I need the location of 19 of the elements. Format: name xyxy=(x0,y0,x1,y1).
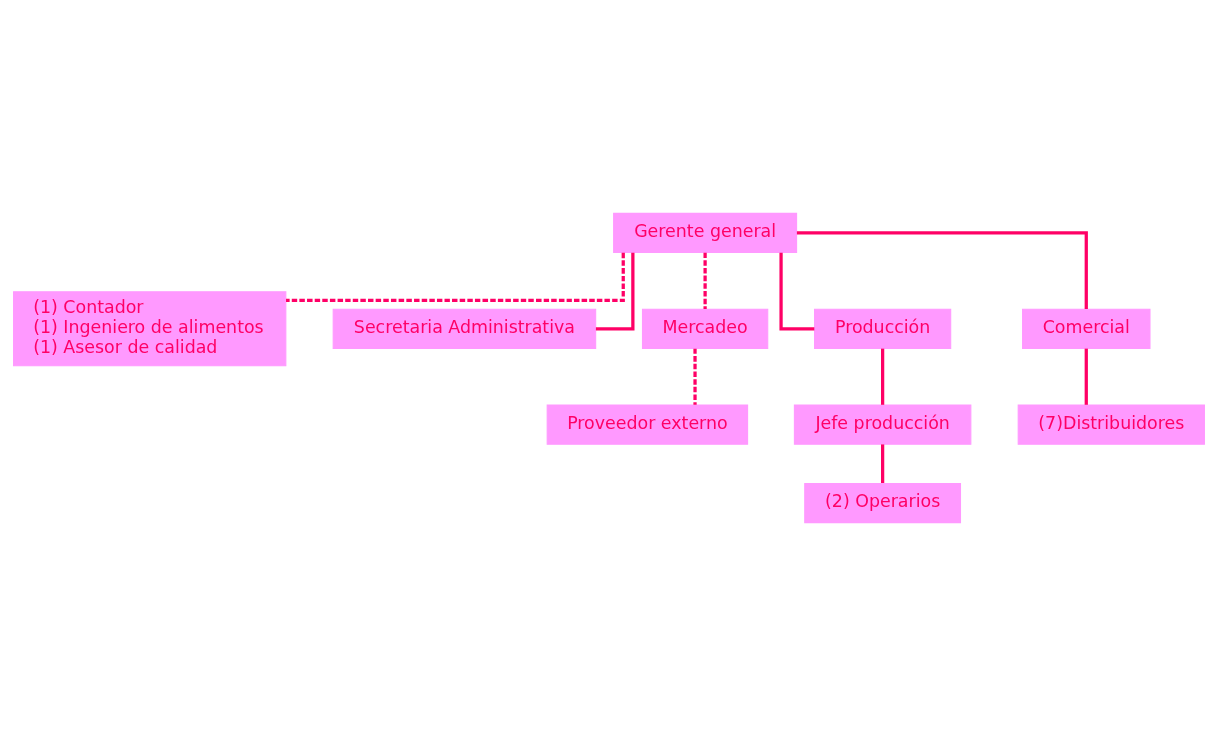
node-box: Jefe producción xyxy=(793,404,972,445)
connector xyxy=(703,252,707,309)
connector xyxy=(693,348,697,405)
node-box: Secretaria Administrativa xyxy=(332,308,597,349)
connector xyxy=(779,252,815,331)
node-box: Mercadeo xyxy=(641,308,769,349)
connector xyxy=(595,252,635,331)
connector xyxy=(881,348,885,405)
node-box: (7)Distribuidores xyxy=(1017,404,1205,445)
node-box: Proveedor externo xyxy=(546,404,749,445)
connector xyxy=(286,252,625,303)
node-box: Comercial xyxy=(1022,308,1151,349)
node-box: (2) Operarios xyxy=(804,482,962,524)
node-box: Gerente general xyxy=(613,212,798,254)
connector xyxy=(796,231,1088,309)
node-box: Producción xyxy=(814,308,952,349)
connector xyxy=(881,444,885,483)
node-box: (1) Contador (1) Ingeniero de alimentos (1) Asesor de calidad xyxy=(13,291,287,367)
connector xyxy=(1084,348,1088,405)
